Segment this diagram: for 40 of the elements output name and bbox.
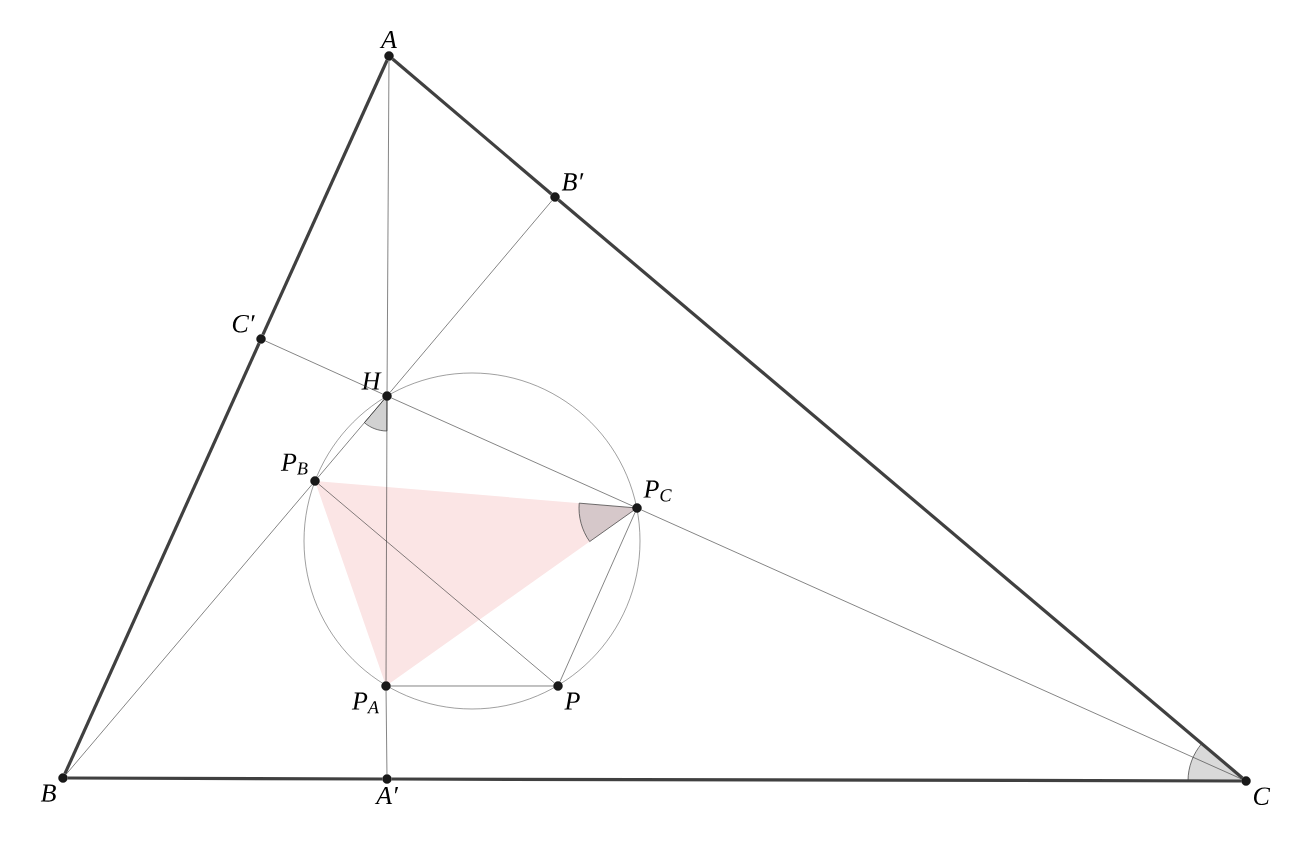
line-segment xyxy=(389,200,553,393)
line-segment xyxy=(318,483,555,684)
point: H xyxy=(361,372,392,401)
node-label: P$_{B}$ xyxy=(280,453,308,475)
node-label: H xyxy=(361,372,382,390)
point: P$_{A}$ xyxy=(351,681,391,714)
node-label: A′ xyxy=(374,786,399,805)
node-label: B′ xyxy=(561,173,584,191)
node-label: C′ xyxy=(232,315,255,333)
point: C xyxy=(1241,776,1271,805)
line-segment xyxy=(559,512,636,682)
point: B xyxy=(40,773,68,802)
line-segment xyxy=(385,690,388,775)
line-segment xyxy=(641,509,1243,780)
line-segment xyxy=(391,777,1242,783)
line-segment xyxy=(67,776,383,781)
line-segment xyxy=(317,399,385,478)
point: P$_{B}$ xyxy=(280,453,320,486)
point: A xyxy=(379,30,398,61)
point: P xyxy=(553,681,580,710)
line-segment xyxy=(261,59,389,336)
line-segment xyxy=(63,342,261,775)
node-label: P xyxy=(564,692,580,710)
line-segment xyxy=(557,198,1244,780)
line-segment xyxy=(391,397,633,507)
line-segment xyxy=(265,340,384,395)
line-segment xyxy=(390,685,554,687)
line-segment xyxy=(385,400,388,682)
point: A′ xyxy=(374,774,399,805)
point: B′ xyxy=(550,173,584,202)
point: P$_{C}$ xyxy=(632,480,672,513)
node-label: P$_{A}$ xyxy=(351,692,380,714)
line-segment xyxy=(391,57,553,196)
node-label: A xyxy=(379,30,398,49)
point: C′ xyxy=(232,315,266,344)
node-label: C xyxy=(1253,787,1271,805)
line-segment xyxy=(386,60,390,392)
line-segment xyxy=(65,484,313,775)
node-label: P$_{C}$ xyxy=(643,480,672,502)
node-label: B xyxy=(40,784,56,802)
